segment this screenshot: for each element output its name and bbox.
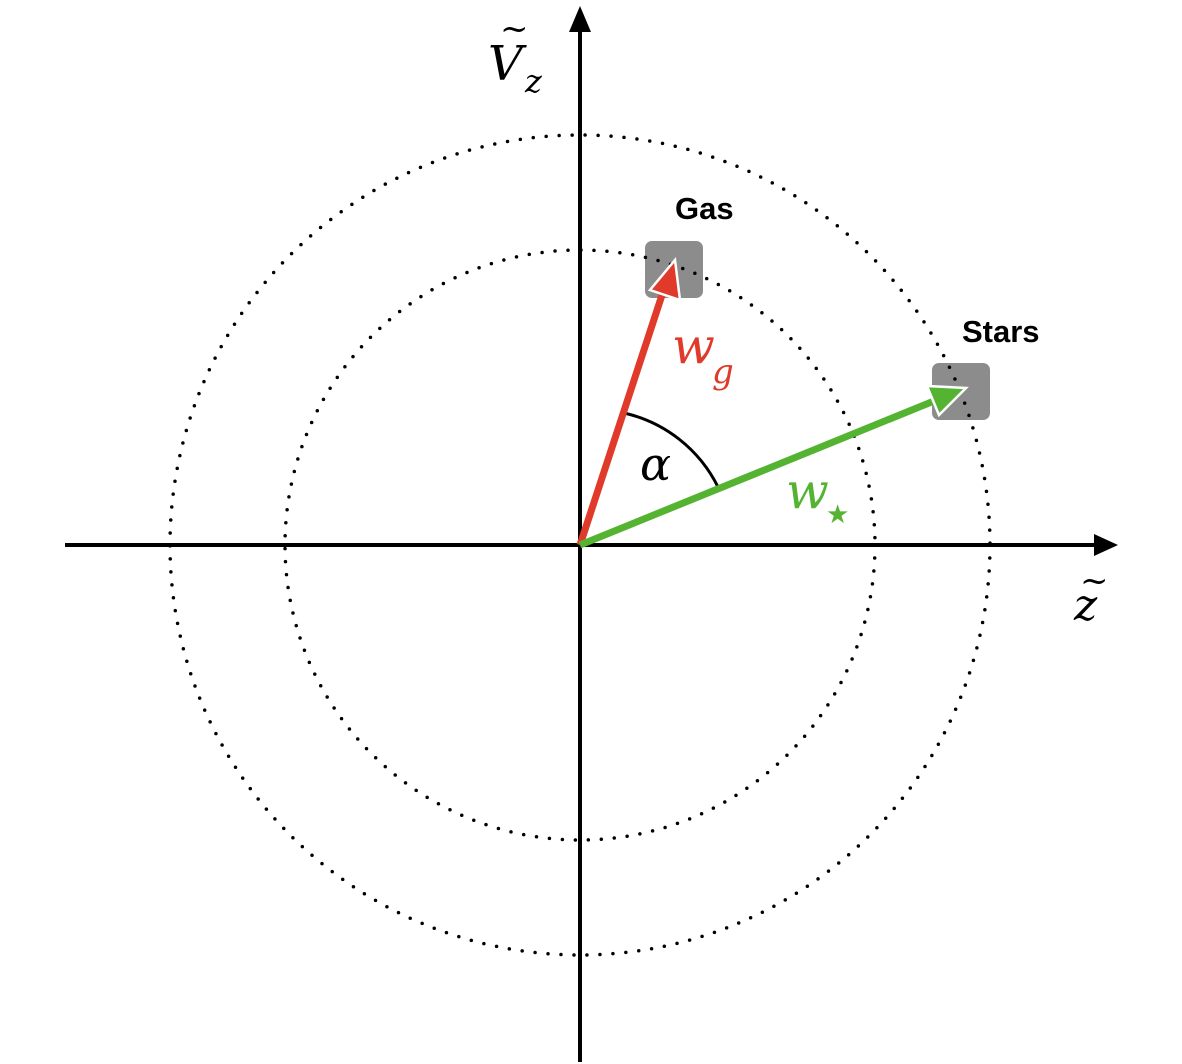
gas-vector-label: w g	[672, 317, 734, 392]
gas-vector-label-sub: g	[712, 352, 734, 392]
stars-vector-label-main: w	[786, 462, 829, 520]
stars-vector-label-sub: ★	[826, 500, 849, 530]
y-axis-label-main: V	[488, 36, 527, 92]
x-axis-label-accent: ~	[1080, 561, 1109, 601]
gas-label: Gas	[675, 191, 734, 226]
y-axis-label: V ~ z	[488, 9, 543, 100]
stars-label: Stars	[962, 314, 1040, 349]
gas-vector-label-main: w	[672, 317, 715, 375]
y-axis-label-sub: z	[524, 62, 543, 100]
y-axis-label-accent: ~	[500, 9, 529, 49]
x-axis-label-text: z	[1073, 580, 1098, 631]
angle-arc	[623, 411, 720, 488]
stars-vector-label: w ★	[786, 462, 849, 530]
x-axis-label: z ~	[1073, 561, 1109, 631]
angle-label: α	[640, 437, 671, 491]
gas-vector	[576, 256, 682, 547]
stars-vector	[578, 384, 969, 549]
